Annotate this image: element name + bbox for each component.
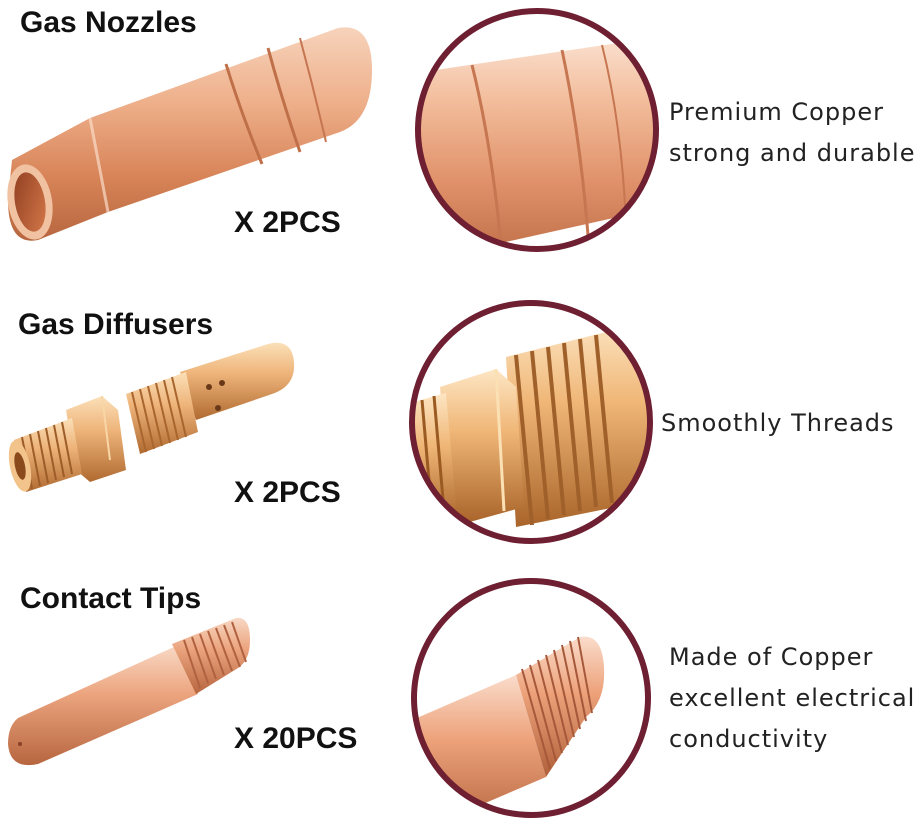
- section-title: Gas Diffusers: [18, 308, 214, 341]
- gas-diffuser-closeup: [409, 300, 653, 544]
- contact-tip-closeup: [411, 578, 651, 818]
- feature-description: Premium Copper strong and durable: [669, 92, 915, 174]
- quantity-label: X 20PCS: [234, 722, 358, 755]
- section-title: Gas Nozzles: [20, 6, 197, 39]
- description-line: strong and durable: [669, 139, 916, 167]
- section-title: Contact Tips: [20, 582, 202, 615]
- feature-description: Made of Copper excellent electrical cond…: [669, 637, 915, 760]
- description-line: excellent electrical: [669, 684, 916, 712]
- quantity-label: X 2PCS: [234, 476, 341, 509]
- description-line: Premium Copper: [669, 98, 884, 126]
- description-line: Smoothly Threads: [661, 409, 895, 437]
- quantity-label: X 2PCS: [234, 206, 341, 239]
- description-line: Made of Copper: [669, 643, 874, 671]
- feature-description: Smoothly Threads: [661, 403, 895, 444]
- description-line: conductivity: [669, 725, 829, 753]
- gas-nozzle-closeup: [415, 8, 659, 252]
